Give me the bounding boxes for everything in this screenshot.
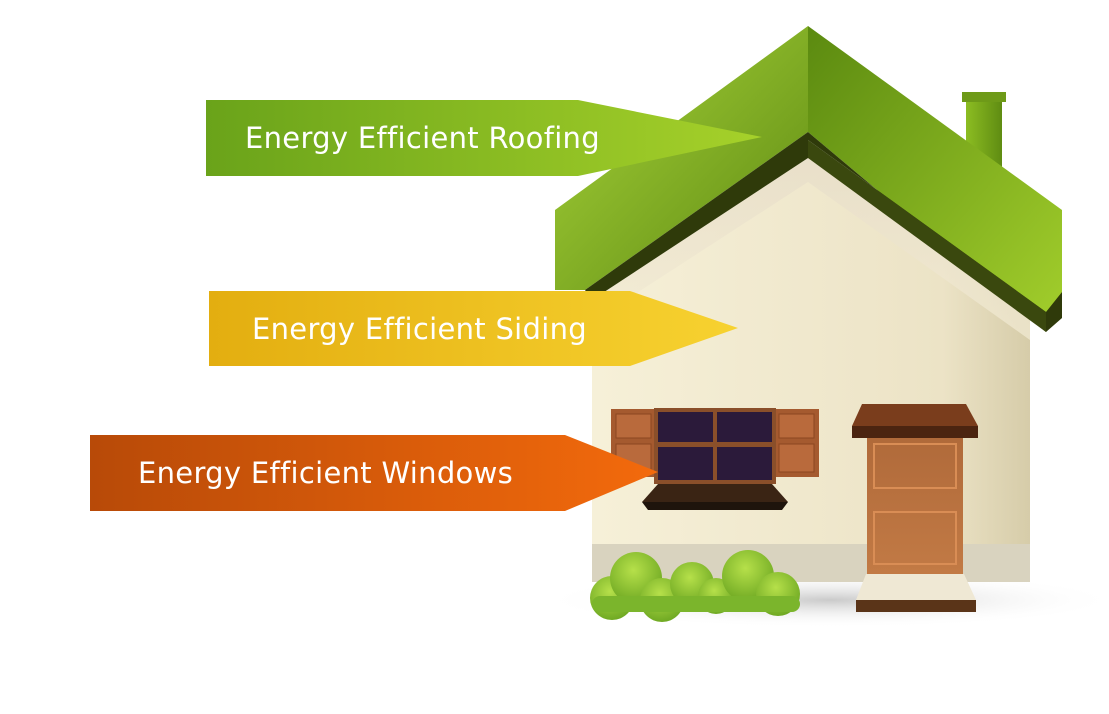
siding-label-text: Energy Efficient Siding — [252, 312, 587, 346]
roof-left-face — [555, 26, 808, 290]
door-canopy — [852, 404, 978, 426]
roof-right-face — [808, 26, 1062, 332]
windows-label-text: Energy Efficient Windows — [138, 456, 513, 490]
windows-label: Energy Efficient Windows — [90, 435, 658, 511]
roof-right-underside — [808, 140, 1046, 332]
door-step — [856, 574, 976, 600]
door-panel — [867, 438, 963, 574]
chimney-cap — [962, 92, 1006, 102]
bushes — [590, 550, 800, 622]
window-pane — [658, 412, 713, 442]
windows-arrow — [90, 435, 658, 511]
roofing-arrow — [206, 100, 762, 176]
roof-left-edge — [585, 132, 808, 300]
roofing-label-text: Energy Efficient Roofing — [245, 121, 600, 155]
window-sill — [642, 484, 788, 502]
door — [852, 404, 978, 612]
house — [555, 26, 1062, 622]
roofing-label: Energy Efficient Roofing — [206, 100, 762, 176]
siding-arrow — [209, 291, 738, 366]
wall-roof-shade — [592, 158, 1030, 340]
siding-label: Energy Efficient Siding — [209, 291, 738, 366]
